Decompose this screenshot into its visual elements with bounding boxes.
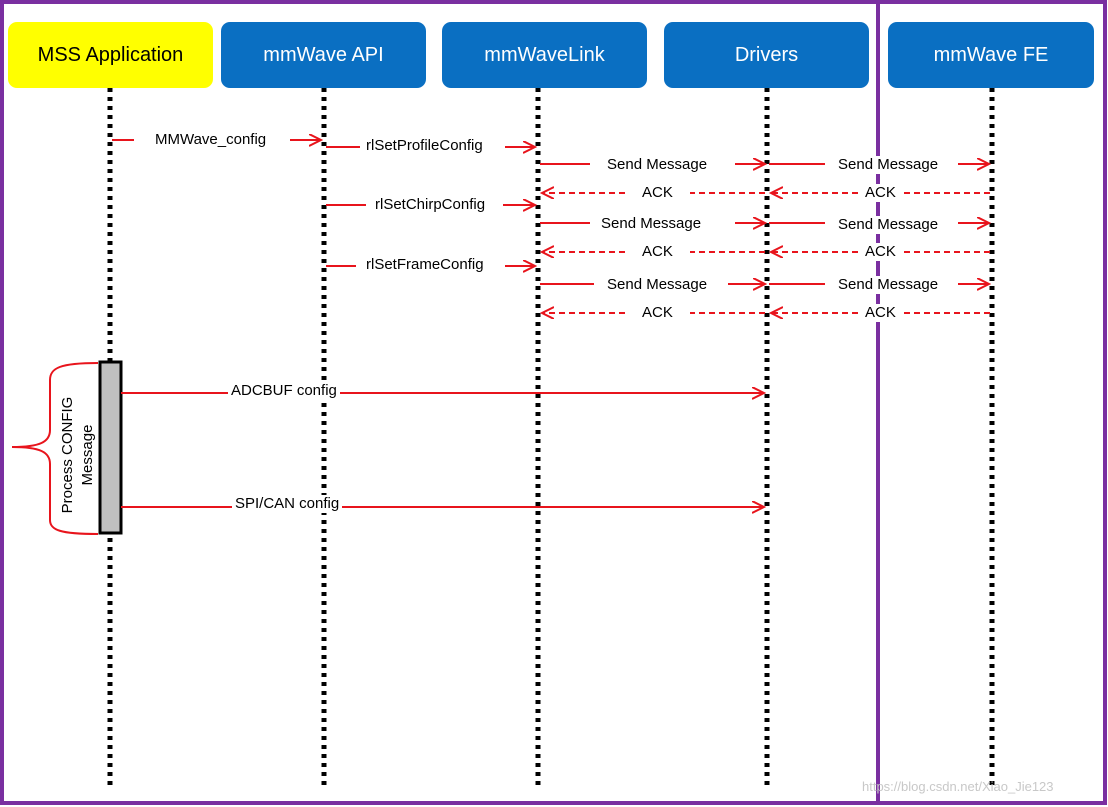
label-ack-fe-1: ACK bbox=[862, 184, 899, 202]
label-spi-can-config: SPI/CAN config bbox=[232, 495, 343, 513]
label-send-message-fe-3: Send Message bbox=[835, 276, 942, 294]
header-mmwave-fe-label: mmWave FE bbox=[933, 43, 1049, 66]
label-rl-set-profile-config: rlSetProfileConfig bbox=[366, 137, 483, 154]
label-ack-link-2: ACK bbox=[639, 243, 676, 261]
label-ack-link-1: ACK bbox=[639, 184, 676, 202]
header-mmwavelink: mmWaveLink bbox=[442, 22, 647, 88]
label-send-message-fe-1: Send Message bbox=[835, 156, 942, 174]
label-send-message-link-2: Send Message bbox=[598, 215, 705, 233]
watermark: https://blog.csdn.net/Xiao_Jie123 bbox=[862, 779, 1054, 794]
header-mmwave-api-label: mmWave API bbox=[263, 43, 384, 66]
label-ack-fe-2: ACK bbox=[862, 243, 899, 261]
process-brace bbox=[11, 362, 99, 535]
process-note-line2: Message bbox=[79, 424, 96, 486]
label-send-message-fe-2: Send Message bbox=[835, 216, 942, 234]
header-mmwavelink-label: mmWaveLink bbox=[484, 43, 605, 66]
label-rl-set-chirp-config: rlSetChirpConfig bbox=[375, 196, 486, 213]
label-send-message-link-1: Send Message bbox=[604, 156, 711, 174]
process-config-note: Process CONFIG Message bbox=[48, 395, 108, 515]
activation-box bbox=[98, 360, 123, 535]
header-mmwave-fe: mmWave FE bbox=[888, 22, 1094, 88]
label-rl-set-frame-config: rlSetFrameConfig bbox=[366, 256, 484, 273]
header-mmwave-api: mmWave API bbox=[221, 22, 426, 88]
process-note-line1: Process CONFIG bbox=[59, 396, 76, 514]
label-adcbuf-config: ADCBUF config bbox=[228, 382, 340, 400]
label-send-message-link-3: Send Message bbox=[604, 276, 711, 294]
header-drivers-label: Drivers bbox=[734, 43, 799, 66]
header-mss-application-label: MSS Application bbox=[37, 43, 184, 66]
label-ack-fe-3: ACK bbox=[862, 304, 899, 322]
label-ack-link-3: ACK bbox=[639, 304, 676, 322]
label-mmwave-config: MMWave_config bbox=[155, 131, 267, 148]
header-mss-application: MSS Application bbox=[8, 22, 213, 88]
header-drivers: Drivers bbox=[664, 22, 869, 88]
